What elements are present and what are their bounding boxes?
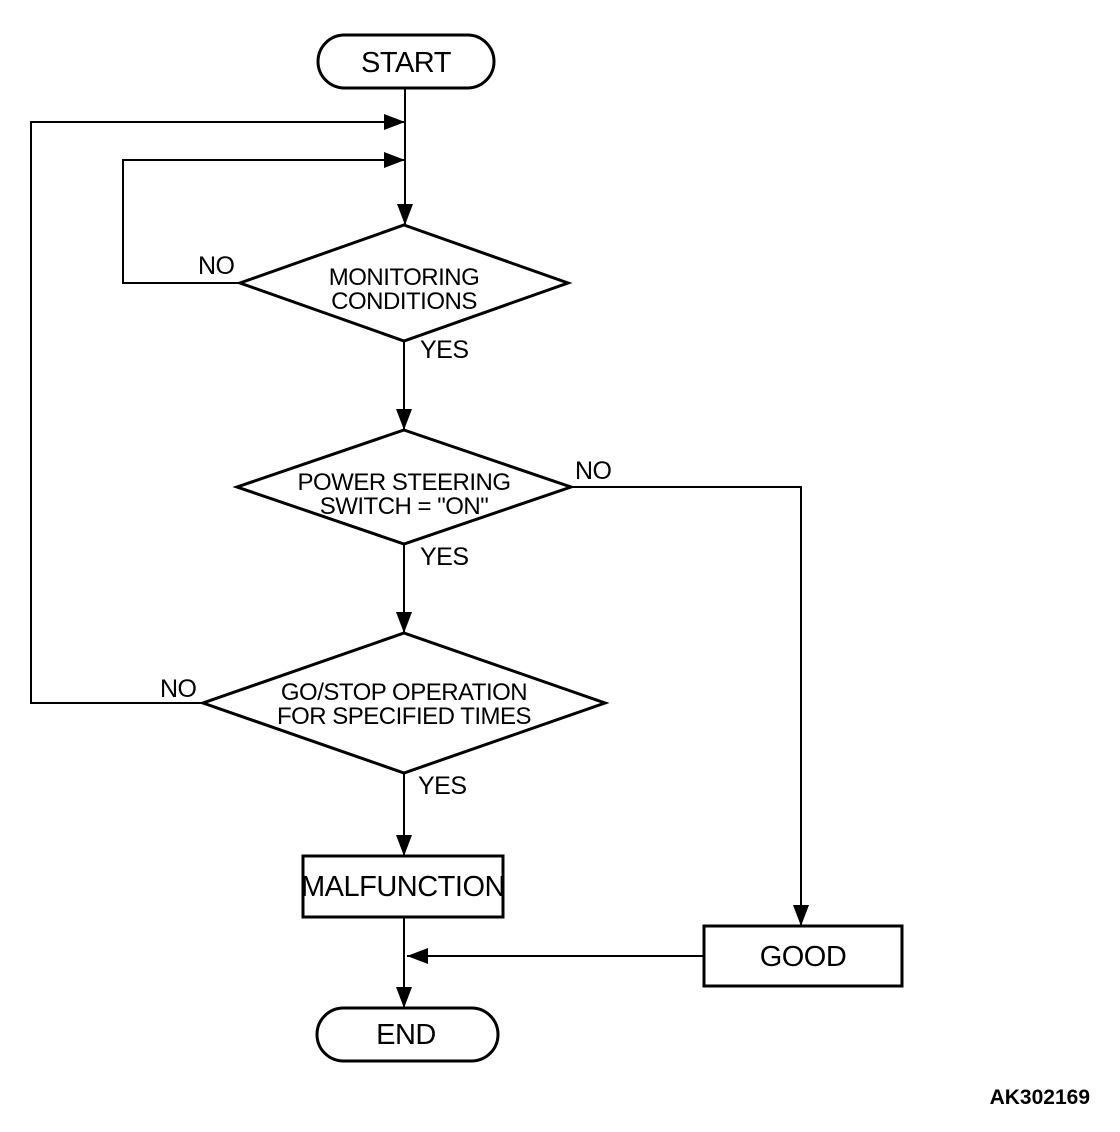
monitoring-yes-label: YES (420, 336, 469, 364)
figure-code: AK302169 (990, 1086, 1090, 1109)
malfunction-node-shape (301, 854, 505, 919)
start-node-shape (316, 33, 496, 90)
monitoring-no-label: NO (198, 252, 235, 280)
end-node: END (315, 1006, 500, 1063)
good-node: GOOD (702, 924, 904, 988)
go-stop-label-line1: GO/STOP OPERATION (281, 679, 527, 706)
power-steering-label-line1: POWER STEERING (297, 469, 510, 496)
power-steering-shape (232, 428, 576, 546)
end-node-label: END (376, 1019, 436, 1051)
monitoring-conditions-shape (235, 223, 573, 343)
power-steering-label-line2: SWITCH = "ON" (320, 493, 489, 520)
good-node-shape (702, 924, 904, 988)
edge-monitoring-no-loop (122, 152, 405, 284)
malfunction-node-label: MALFUNCTION (301, 871, 505, 903)
go-stop-shape (198, 631, 610, 775)
malfunction-node: MALFUNCTION (301, 854, 505, 919)
power-steering-no-label: NO (575, 457, 612, 485)
start-node: START (316, 33, 496, 90)
monitoring-conditions-node: MONITORING CONDITIONS (235, 223, 573, 343)
edge-power-steering-no-to-good (571, 486, 809, 926)
end-node-shape (315, 1006, 500, 1063)
go-stop-node: GO/STOP OPERATION FOR SPECIFIED TIMES (198, 631, 610, 775)
go-stop-no-label: NO (160, 675, 197, 703)
edge-gostop-no-loop (30, 114, 405, 704)
start-node-label: START (361, 47, 452, 79)
power-steering-node: POWER STEERING SWITCH = "ON" (232, 428, 576, 546)
monitoring-conditions-label-line2: CONDITIONS (331, 288, 477, 315)
power-steering-yes-label: YES (420, 543, 469, 571)
go-stop-yes-label: YES (418, 772, 467, 800)
monitoring-conditions-label-line1: MONITORING (329, 264, 480, 291)
good-node-label: GOOD (760, 941, 847, 973)
go-stop-label-line2: FOR SPECIFIED TIMES (277, 703, 531, 730)
